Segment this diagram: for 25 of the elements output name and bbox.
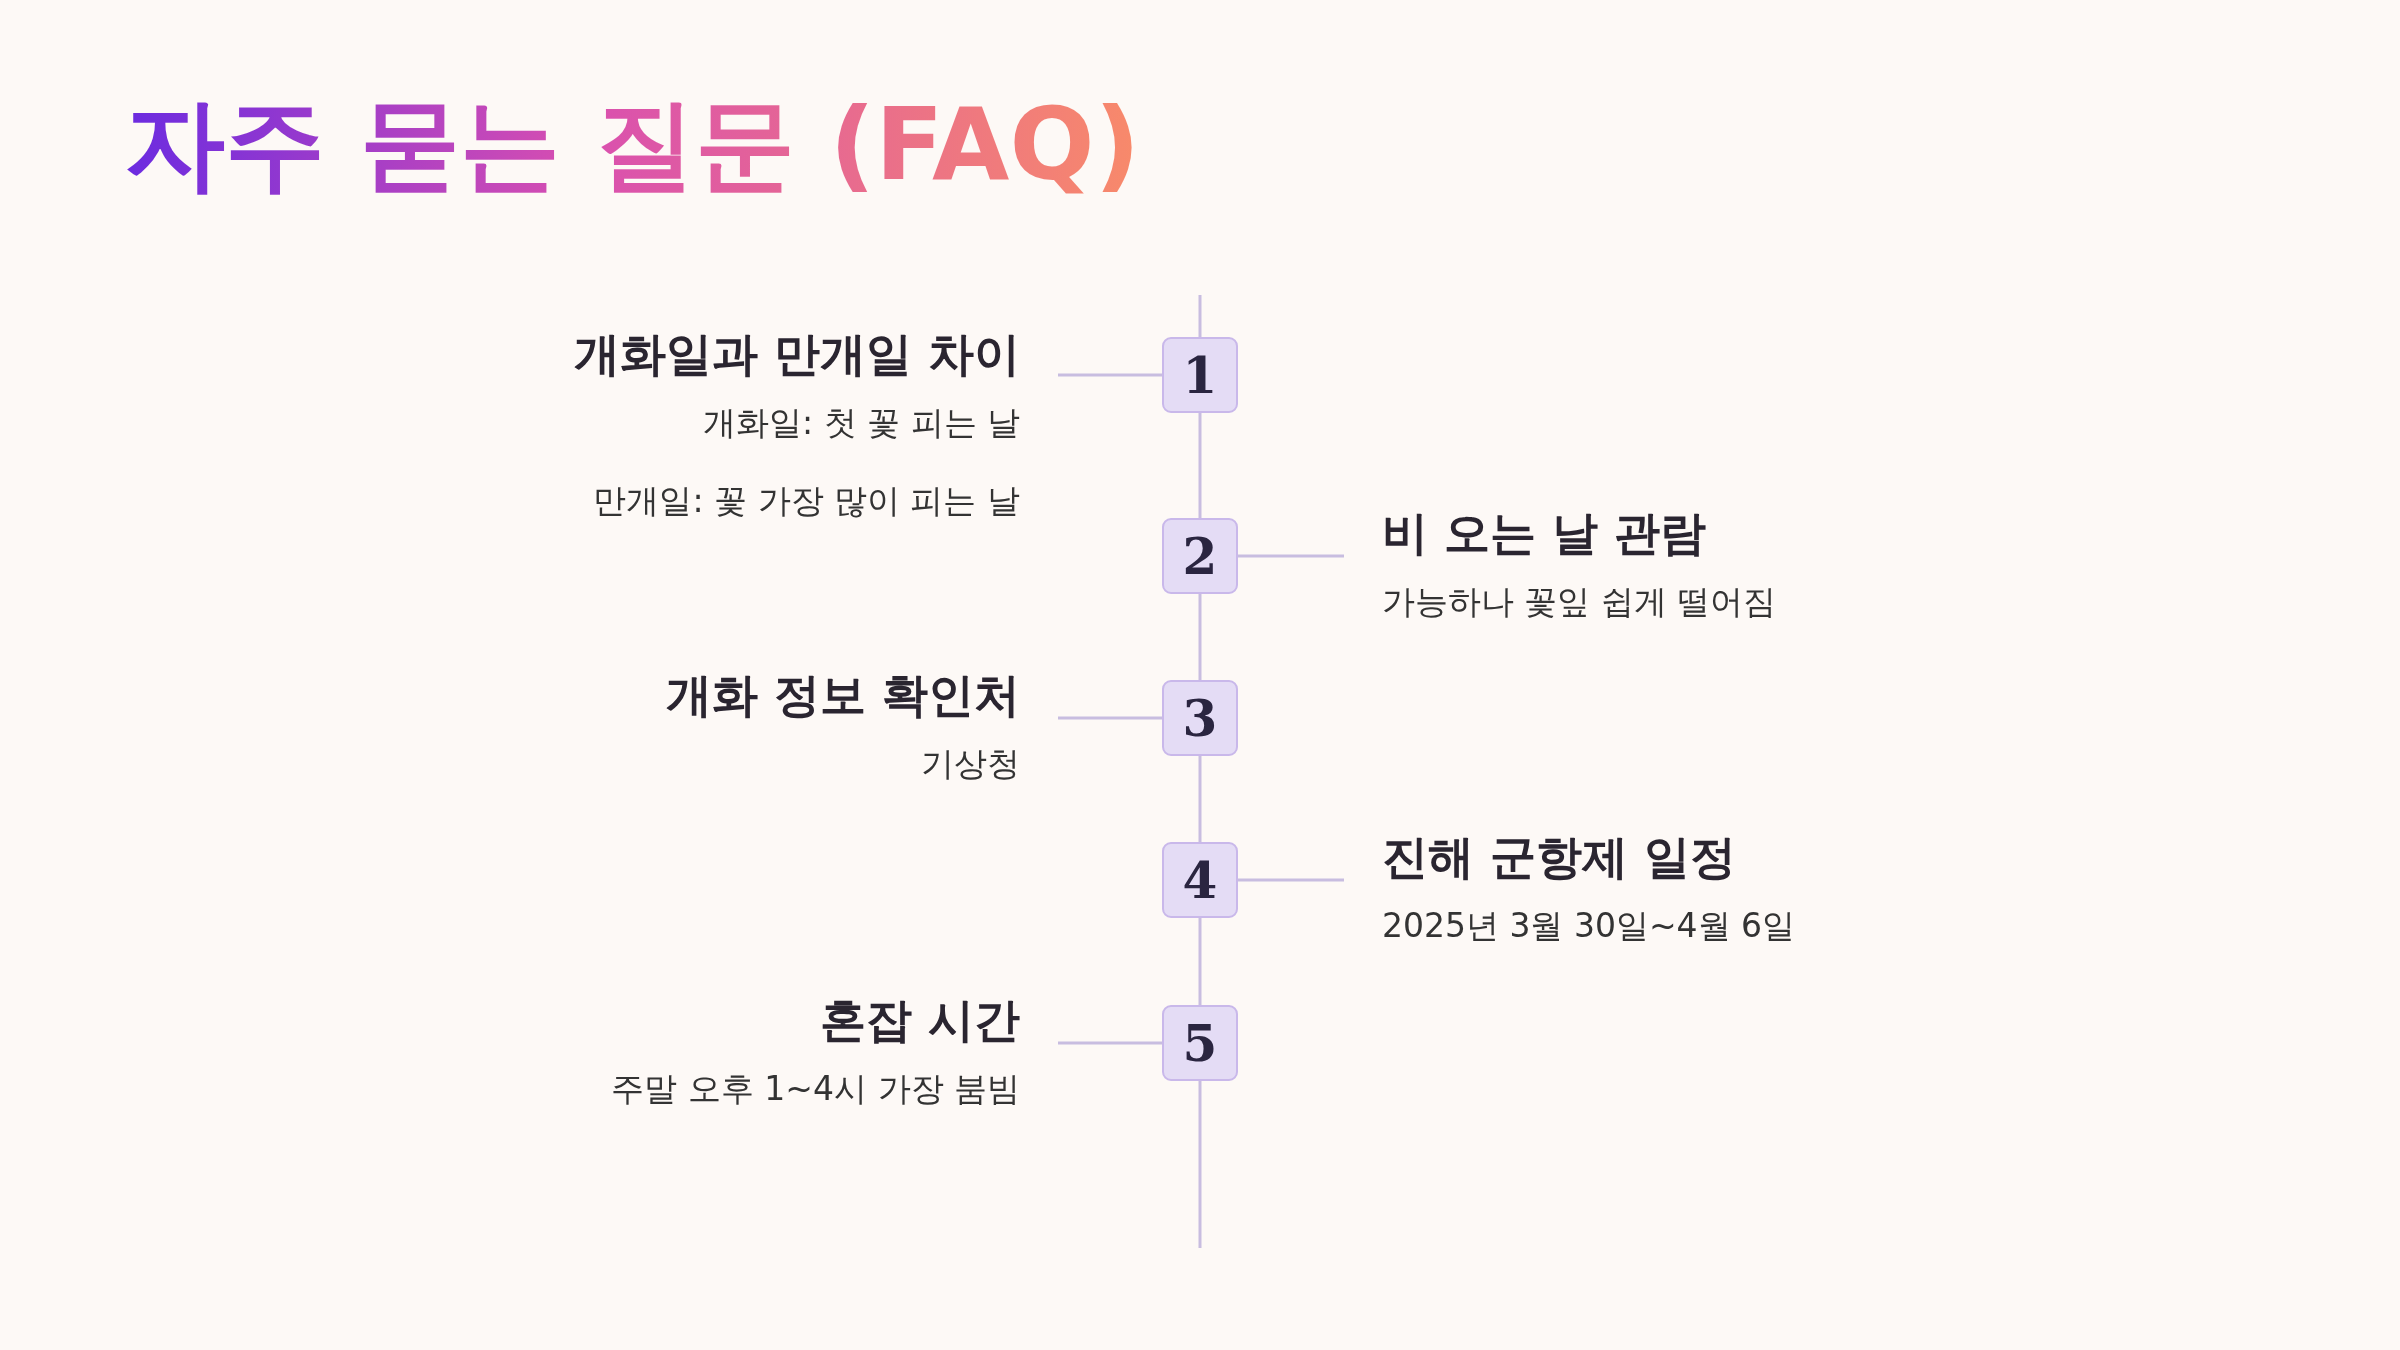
connector-line	[1058, 373, 1162, 377]
connector-line	[1058, 1041, 1162, 1045]
number-box: 1	[1162, 337, 1238, 413]
question-heading: 비 오는 날 관람	[1382, 505, 1707, 562]
question-heading: 개화일과 만개일 차이	[573, 326, 1020, 383]
answer-text: 개화일: 첫 꽃 피는 날	[702, 402, 1020, 444]
timeline-line	[1198, 594, 1202, 680]
answer-text: 2025년 3월 30일~4월 6일	[1382, 905, 1796, 947]
timeline-line	[1198, 756, 1202, 842]
question-heading: 진해 군항제 일정	[1382, 829, 1737, 886]
timeline-line	[1198, 918, 1202, 1005]
number-box: 3	[1162, 680, 1238, 756]
question-heading: 혼잡 시간	[820, 992, 1020, 1049]
answer-text: 주말 오후 1~4시 가장 붐빔	[611, 1068, 1020, 1110]
answer-text: 만개일: 꽃 가장 많이 피는 날	[593, 480, 1020, 522]
answer-text: 기상청	[921, 743, 1020, 785]
connector-line	[1238, 554, 1344, 558]
question-heading: 개화 정보 확인처	[665, 667, 1020, 724]
connector-line	[1238, 878, 1344, 882]
number-box: 4	[1162, 842, 1238, 918]
connector-line	[1058, 716, 1162, 720]
number-box: 2	[1162, 518, 1238, 594]
timeline-line	[1198, 413, 1202, 518]
number-box: 5	[1162, 1005, 1238, 1081]
answer-text: 가능하나 꽃잎 쉽게 떨어짐	[1382, 581, 1777, 623]
